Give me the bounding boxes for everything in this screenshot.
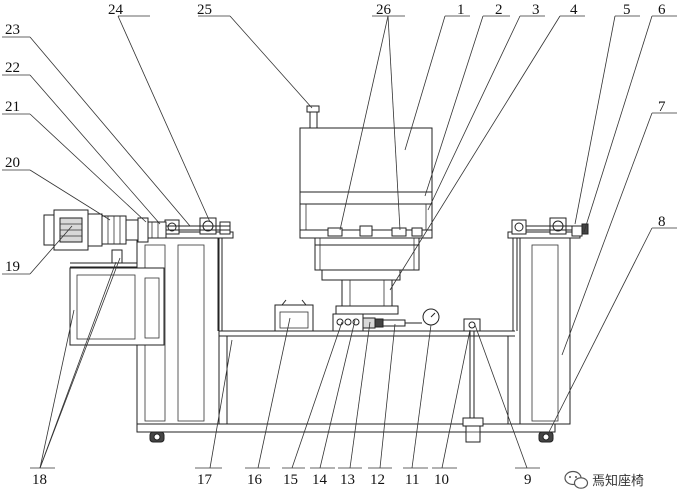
- drive-rods: [217, 225, 572, 331]
- left-drive-motor-assembly: [43, 209, 230, 268]
- seat-fixtures: [299, 225, 433, 271]
- watermark: 焉知座椅: [564, 470, 644, 489]
- label-9: 9: [524, 472, 532, 488]
- label-16: 16: [247, 472, 263, 488]
- leader-lines: [2, 15, 677, 469]
- label-24: 24: [108, 2, 124, 18]
- label-4: 4: [570, 2, 578, 18]
- label-18: 18: [32, 472, 47, 488]
- wechat-icon: [564, 470, 589, 489]
- label-7: 7: [658, 99, 666, 115]
- right-column: [507, 217, 589, 425]
- label-14: 14: [312, 472, 328, 488]
- caster-wheels: [149, 431, 554, 443]
- label-15: 15: [283, 472, 298, 488]
- upper-chamber: [299, 105, 433, 231]
- watermark-text: 焉知座椅: [592, 473, 644, 489]
- label-19: 19: [5, 259, 20, 275]
- label-21: 21: [5, 99, 20, 115]
- label-2: 2: [495, 2, 503, 18]
- label-26: 26: [376, 2, 392, 18]
- label-25: 25: [197, 2, 212, 18]
- label-5: 5: [623, 2, 631, 18]
- control-cabinet: [69, 267, 165, 346]
- label-22: 22: [5, 60, 20, 76]
- label-1: 1: [457, 2, 465, 18]
- label-8: 8: [658, 214, 666, 230]
- label-17: 17: [197, 472, 213, 488]
- label-20: 20: [5, 155, 20, 171]
- label-13: 13: [340, 472, 355, 488]
- load-weight-box: [274, 299, 314, 332]
- label-11: 11: [405, 472, 419, 488]
- base-frame: [136, 330, 556, 433]
- label-10: 10: [434, 472, 449, 488]
- linear-actuator: [332, 313, 422, 332]
- press-column: [321, 269, 401, 315]
- label-6: 6: [658, 2, 666, 18]
- part-number-labels: 24 25 26 1 2 3 4 5 6 7 8 23 22 21 20 19 …: [5, 2, 666, 488]
- label-3: 3: [532, 2, 540, 18]
- pressure-gauge: [422, 308, 440, 326]
- label-23: 23: [5, 22, 20, 38]
- label-12: 12: [370, 472, 385, 488]
- sensor-stand: [462, 318, 484, 443]
